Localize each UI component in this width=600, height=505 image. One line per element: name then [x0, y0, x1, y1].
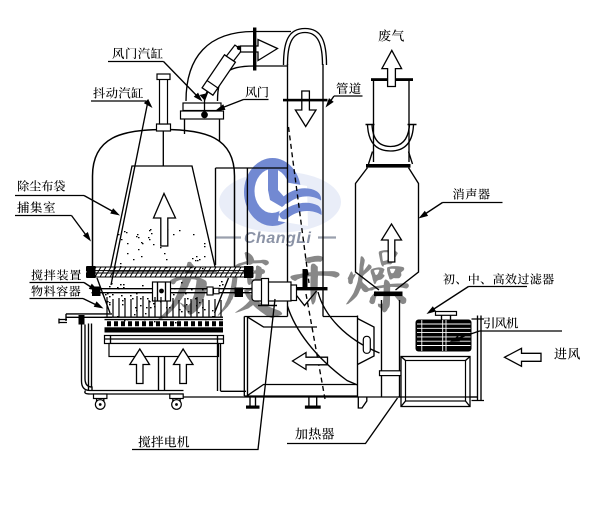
- svg-text:ChangLi: ChangLi: [244, 230, 312, 247]
